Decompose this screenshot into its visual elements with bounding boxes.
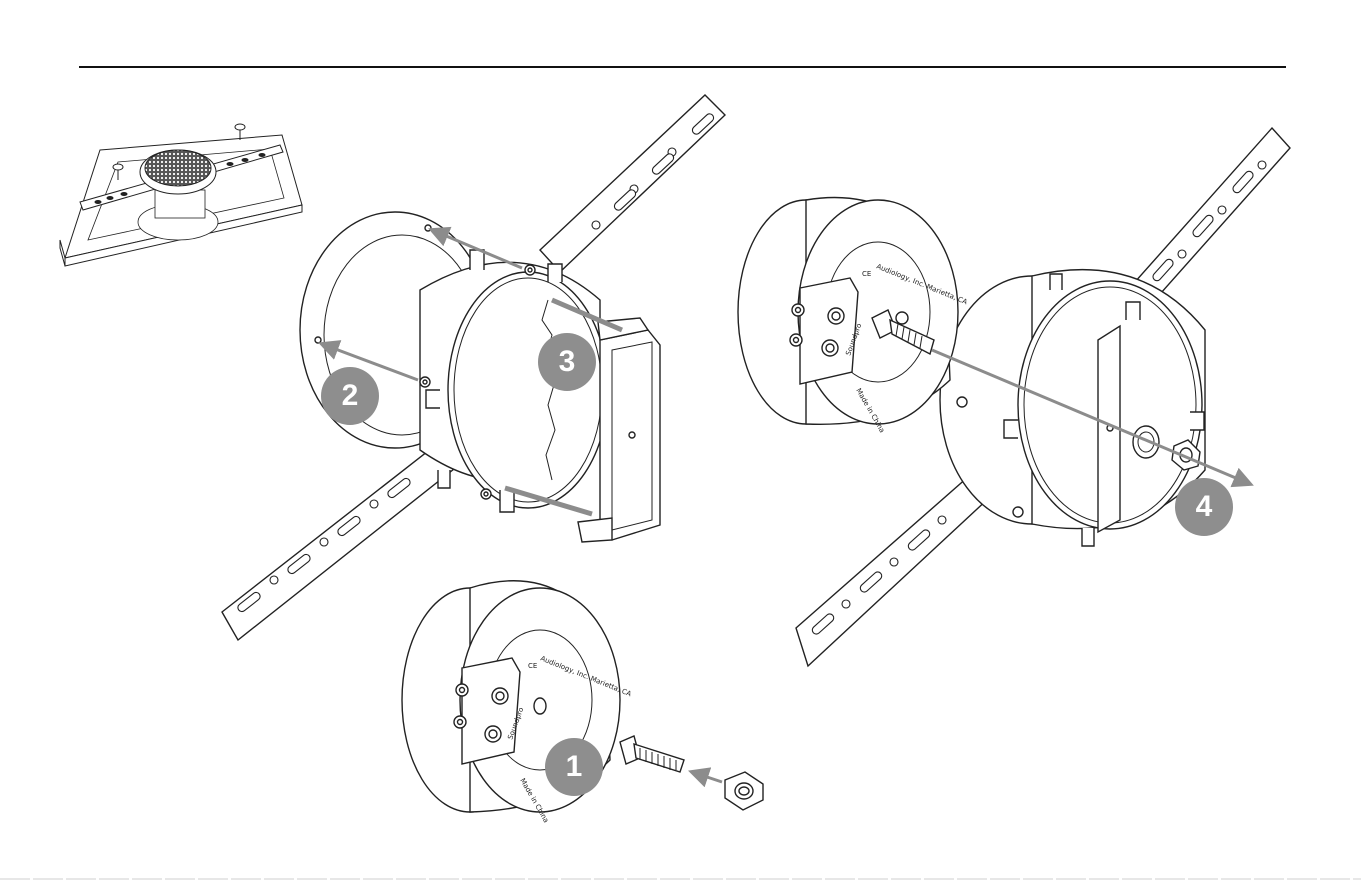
hex-nut-icon — [725, 772, 763, 810]
step-1-arrows — [692, 772, 722, 782]
screw-icon — [235, 124, 245, 140]
ce-mark: CE — [528, 662, 537, 670]
right-assembly — [738, 128, 1290, 666]
step-badge-1: 1 — [545, 738, 603, 796]
step-number: 3 — [559, 345, 576, 379]
step-badge-4: 4 — [1175, 478, 1233, 536]
left-bracket-assembly — [222, 95, 725, 640]
overview-inset — [60, 124, 302, 266]
step-badge-2: 2 — [321, 367, 379, 425]
step-number: 4 — [1196, 490, 1213, 524]
ce-mark: CE — [862, 270, 871, 278]
step-badge-3: 3 — [538, 333, 596, 391]
step-number: 2 — [342, 379, 359, 413]
threaded-stud-icon — [620, 736, 684, 772]
step-number: 1 — [566, 750, 583, 784]
